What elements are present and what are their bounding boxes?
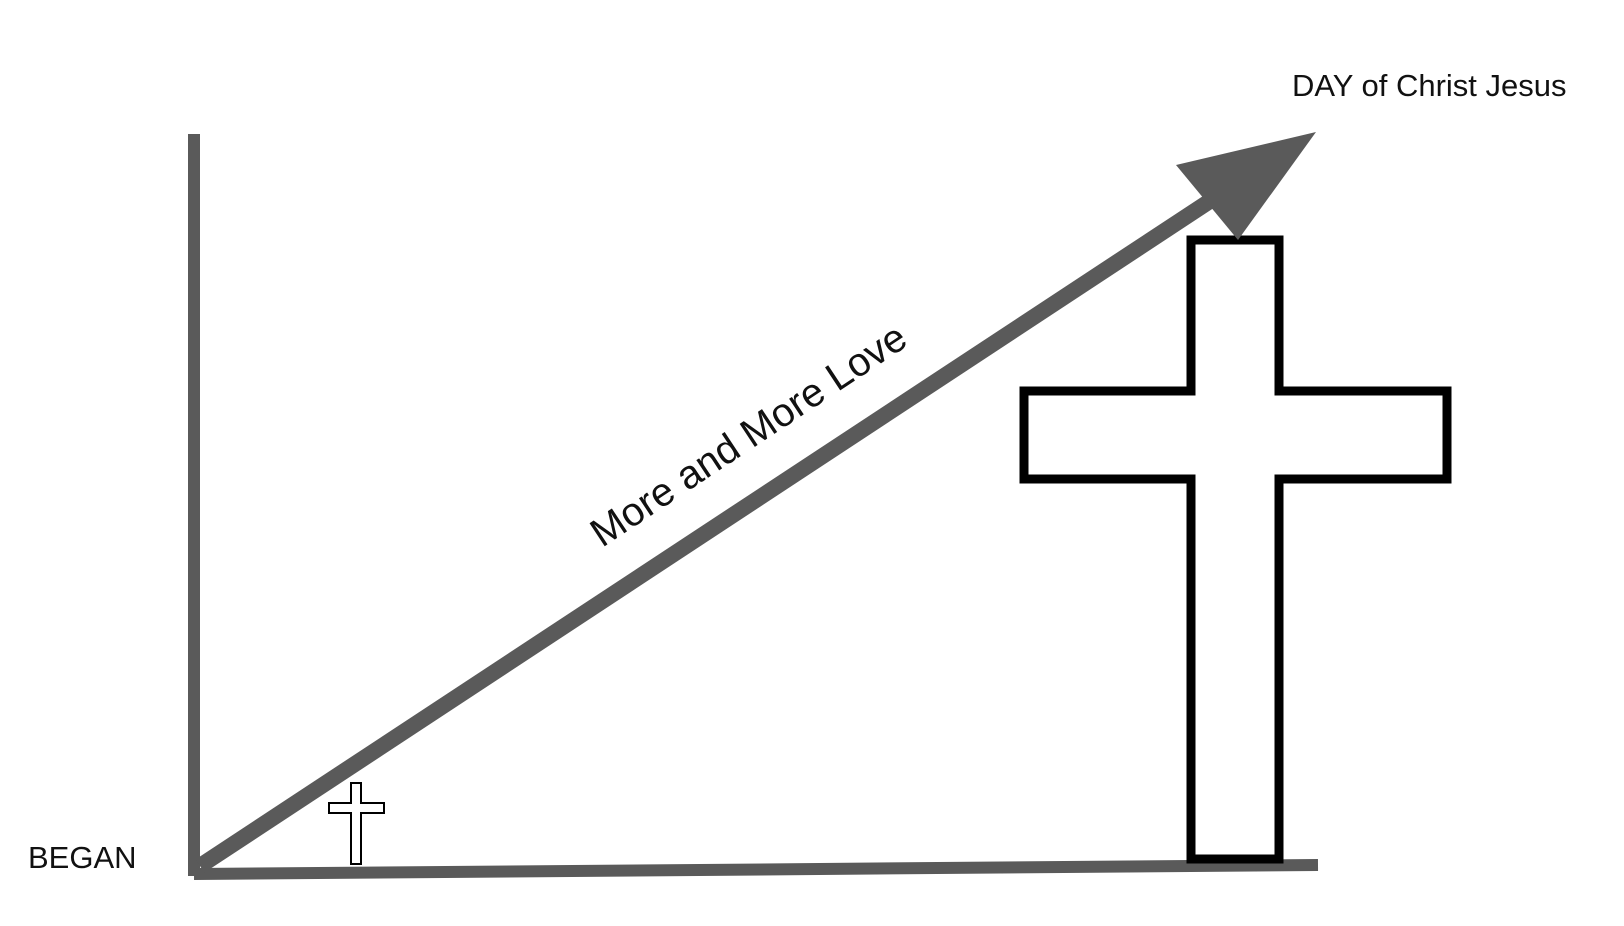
rising-arrow-shaft [195,190,1221,873]
large-cross-icon [1019,235,1452,864]
start-label: BEGAN [28,840,137,875]
end-label: DAY of Christ Jesus [1292,68,1567,103]
rising-arrow-head [1176,132,1316,240]
horizontal-axis [193,859,1319,880]
small-cross-icon [328,782,385,865]
